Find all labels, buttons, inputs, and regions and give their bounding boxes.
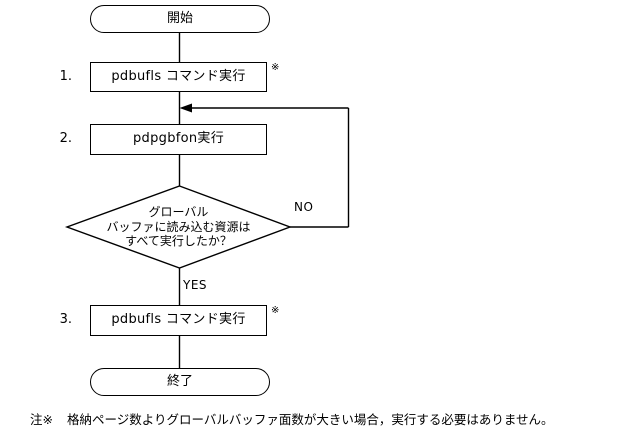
- note-reference-mark-step1: ※: [271, 62, 280, 73]
- branch-label-no: NO: [294, 200, 314, 214]
- step-number-3: 3.: [59, 312, 72, 327]
- node-step1-label: pdbufls コマンド実行: [111, 68, 246, 84]
- footnote-label: 注※: [30, 412, 53, 427]
- footnote: 注※ 格納ページ数よりグローバルバッファ面数が大きい場合，実行する必要はありません…: [30, 412, 554, 427]
- node-end-label: 終了: [166, 373, 193, 389]
- node-decision-all-resources-loaded: グローバル バッファに読み込む資源は すべて実行したか？: [67, 186, 290, 268]
- step-number-1: 1.: [59, 69, 72, 84]
- branch-label-yes: YES: [183, 278, 208, 292]
- node-start: 開始: [90, 5, 270, 33]
- node-step3-pdbufls: pdbufls コマンド実行: [90, 305, 267, 336]
- step-number-2: 2.: [59, 131, 72, 146]
- note-reference-mark-step3: ※: [271, 305, 280, 316]
- node-step3-label: pdbufls コマンド実行: [111, 312, 246, 328]
- node-end: 終了: [90, 368, 270, 396]
- decision-line-1: グローバル: [148, 205, 209, 220]
- node-step2-pdpgbfon: pdpgbfon実行: [90, 124, 267, 155]
- footnote-text: 格納ページ数よりグローバルバッファ面数が大きい場合，実行する必要はありません。: [66, 412, 554, 427]
- decision-line-3: すべて実行したか？: [125, 234, 232, 249]
- decision-text-block: グローバル バッファに読み込む資源は すべて実行したか？: [67, 186, 290, 268]
- node-step1-pdbufls: pdbufls コマンド実行: [90, 62, 267, 92]
- node-step2-label: pdpgbfon実行: [132, 131, 225, 147]
- feedback-arrowhead-icon: [179, 103, 192, 113]
- decision-line-2: バッファに読み込む資源は: [106, 219, 251, 234]
- node-start-label: 開始: [166, 10, 193, 26]
